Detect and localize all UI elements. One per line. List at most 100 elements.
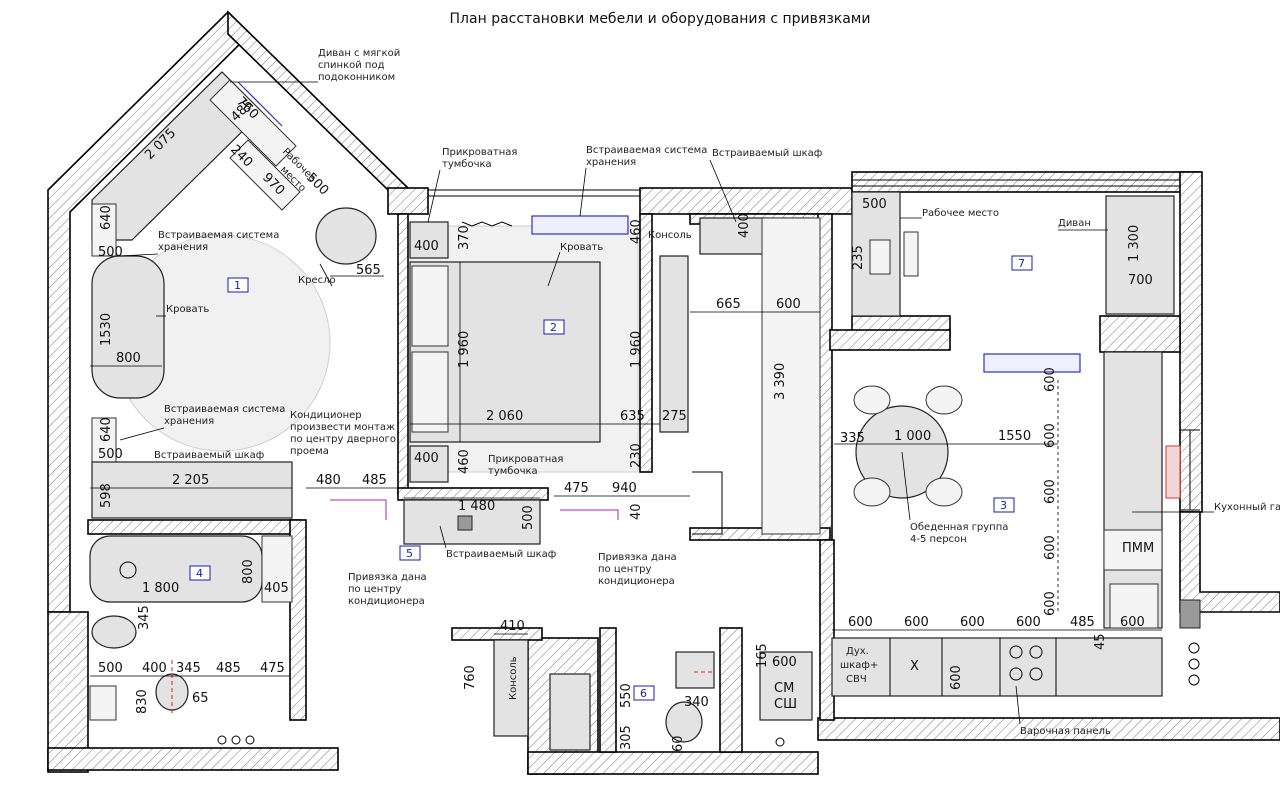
dim: 235 — [851, 245, 866, 270]
dim: 760 — [463, 665, 478, 690]
dim: 345 — [137, 605, 152, 630]
label-kond-3: по центру дверного — [290, 434, 396, 445]
dim: 485 — [362, 473, 387, 488]
label-varochnaya: Варочная панель — [1020, 726, 1111, 737]
dim: 410 — [500, 619, 525, 634]
dim: 940 — [612, 481, 637, 496]
label-priv-1c: кондиционера — [348, 596, 425, 607]
dim: 335 — [840, 431, 865, 446]
dim: 600 — [960, 615, 985, 630]
dim: 600 — [1043, 423, 1058, 448]
label-divan-2: спинкой под — [318, 60, 385, 71]
dim: 460 — [457, 449, 472, 474]
label-vstr-sist-3b: хранения — [586, 157, 636, 168]
room-no-6: 6 — [640, 687, 647, 700]
dim: 370 — [457, 225, 472, 250]
label-vstr-shkaf-3: Встраиваемый шкаф — [446, 549, 556, 560]
windows — [428, 179, 1200, 511]
dim: 665 — [716, 297, 741, 312]
label-duh-2: шкаф+ — [840, 660, 878, 671]
room-no-4: 4 — [196, 567, 203, 580]
label-konsol-2: Консоль — [508, 656, 519, 700]
dim: 400 — [142, 661, 167, 676]
dim: 500 — [862, 197, 887, 212]
dim: 45 — [1093, 633, 1108, 650]
room-3 — [831, 351, 1201, 697]
label-obed-2: 4-5 персон — [910, 534, 967, 545]
walls — [47, 10, 1280, 775]
dim: 1 800 — [142, 581, 179, 596]
room-4 — [89, 535, 293, 745]
dim: 640 — [99, 205, 114, 230]
dim: 635 — [620, 409, 645, 424]
dim: 600 — [848, 615, 873, 630]
label-vstr-sist-2a: Встраиваемая система — [164, 404, 285, 415]
dim: 400 — [737, 213, 752, 238]
dim: 480 — [316, 473, 341, 488]
dim: 600 — [904, 615, 929, 630]
label-priv-1b: по центру — [348, 584, 402, 595]
label-divan: Диван — [1058, 218, 1091, 229]
dim: 475 — [260, 661, 285, 676]
room-7 — [851, 191, 1175, 317]
label-prikrov-2a: Прикроватная — [488, 454, 563, 465]
dim: 1 960 — [457, 331, 472, 368]
label-pmm: ПММ — [1122, 541, 1154, 556]
dim: 800 — [241, 559, 256, 584]
room-1 — [91, 71, 377, 519]
dim: 485 — [216, 661, 241, 676]
dim: 460 — [629, 219, 644, 244]
label-kuhonny: Кухонный гар — [1214, 502, 1280, 513]
room-no-2: 2 — [550, 321, 557, 334]
dim: 500 — [521, 505, 536, 530]
label-krovat-1: Кровать — [166, 304, 209, 315]
dim: 500 — [98, 447, 123, 462]
dim: 565 — [356, 263, 381, 278]
label-priv-2b: по центру — [598, 564, 652, 575]
dim: 165 — [755, 643, 770, 668]
label-vstr-sist-3a: Встраиваемая система — [586, 145, 707, 156]
room-6 — [493, 639, 813, 751]
label-kond-1: Кондиционер — [290, 410, 362, 421]
label-obed-1: Обеденная группа — [910, 522, 1008, 533]
dim: 485 — [1070, 615, 1095, 630]
dim: 700 — [1128, 273, 1153, 288]
dim: 830 — [135, 689, 150, 714]
label-priv-2c: кондиционера — [598, 576, 675, 587]
dim: 1 300 — [1127, 225, 1142, 262]
dim: 600 — [776, 297, 801, 312]
dim: 500 — [98, 245, 123, 260]
dim: 600 — [1043, 479, 1058, 504]
room-no-3: 3 — [1000, 499, 1007, 512]
label-priv-2a: Привязка дана — [598, 552, 677, 563]
leader-lines — [119, 81, 1214, 725]
label-divan-3: подоконником — [318, 72, 395, 83]
dim: 1 480 — [458, 499, 495, 514]
label-priv-1a: Привязка дана — [348, 572, 427, 583]
dim: 598 — [99, 483, 114, 508]
dim: 3 390 — [773, 363, 788, 400]
label-kreslo: Кресло — [298, 275, 336, 286]
dim: 400 — [414, 451, 439, 466]
label-divan-1: Диван с мягкой — [318, 48, 400, 59]
dim: 500 — [98, 661, 123, 676]
dim: 600 — [1043, 367, 1058, 392]
label-sh: СШ — [774, 697, 797, 712]
dim: 2 060 — [486, 409, 523, 424]
room-5 — [330, 499, 619, 545]
dim: 600 — [772, 655, 797, 670]
dim: 340 — [684, 695, 709, 710]
dim: 550 — [619, 683, 634, 708]
label-prikrov-1a: Прикроватная — [442, 147, 517, 158]
dim: 230 — [629, 443, 644, 468]
room-2 — [409, 215, 821, 535]
label-vstr-sist-2b: хранения — [164, 416, 214, 427]
label-sm: СМ — [774, 681, 794, 696]
dim: 600 — [1120, 615, 1145, 630]
dim: 600 — [949, 665, 964, 690]
dim: 65 — [192, 691, 209, 706]
dim: 475 — [564, 481, 589, 496]
label-kond-2: произвести монтаж — [290, 422, 395, 433]
dim: 60 — [671, 735, 686, 752]
